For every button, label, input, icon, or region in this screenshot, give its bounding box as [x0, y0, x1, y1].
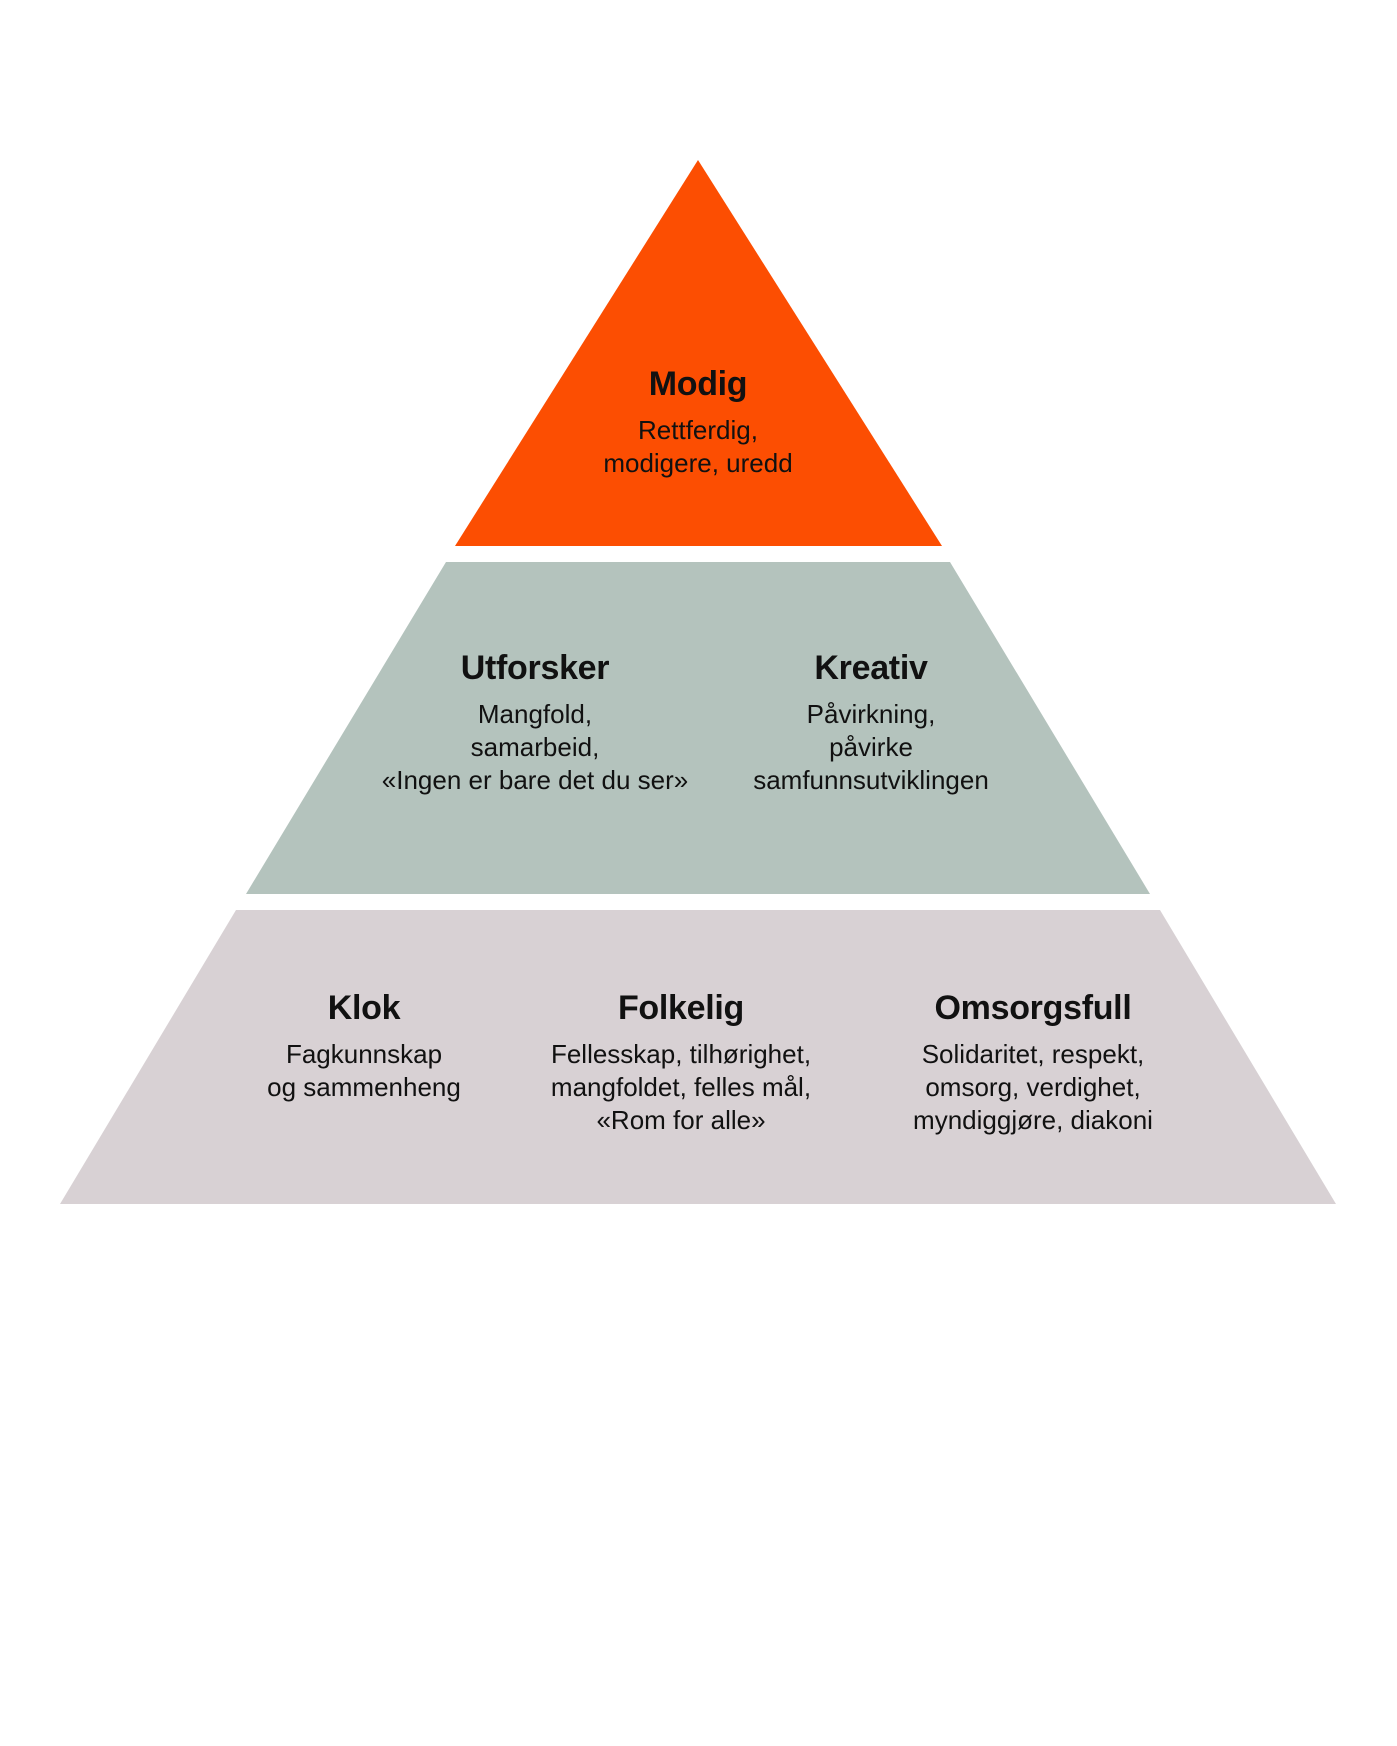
description-line: Fagkunnskap: [285, 1039, 443, 1069]
tier-bottom-item-omsorgsfull: Omsorgsfull Solidaritet, respekt, omsorg…: [913, 988, 1153, 1137]
description-line: og sammenheng: [267, 1072, 461, 1102]
tier-item-description: Fellesskap, tilhørighet, mangfoldet, fel…: [551, 1038, 811, 1137]
tier-item-title: Utforsker: [460, 649, 610, 687]
pyramid-tier-bottom: [60, 910, 1336, 1204]
tier-item-description: Påvirkning, påvirke samfunnsutviklingen: [753, 698, 989, 797]
description-line: «Ingen er bare det du ser»: [381, 765, 689, 795]
tier-middle-item-kreativ: Kreativ Påvirkning, påvirke samfunnsutvi…: [753, 648, 989, 797]
tier-item-title: Kreativ: [814, 649, 928, 687]
tier-item-title: Klok: [327, 989, 401, 1027]
tier-item-description: Rettferdig, modigere, uredd: [603, 414, 792, 480]
description-line: modigere, uredd: [603, 448, 793, 478]
description-line: Fellesskap, tilhørighet,: [550, 1039, 812, 1069]
tier-item-description: Mangfold, samarbeid, «Ingen er bare det …: [382, 698, 688, 797]
tier-item-description: Solidaritet, respekt, omsorg, verdighet,…: [913, 1038, 1153, 1137]
tier-item-title: Folkelig: [617, 989, 745, 1027]
tier-item-title: Omsorgsfull: [934, 989, 1132, 1027]
tier-top-item-modig: Modig Rettferdig, modigere, uredd: [603, 364, 792, 480]
tier-bottom-item-folkelig: Folkelig Fellesskap, tilhørighet, mangfo…: [551, 988, 811, 1137]
description-line: Solidaritet, respekt,: [921, 1039, 1145, 1069]
description-line: «Rom for alle»: [596, 1105, 766, 1135]
description-line: mangfoldet, felles mål,: [550, 1072, 812, 1102]
pyramid-tier-middle: [246, 562, 1150, 894]
pyramid-tier-top: [455, 160, 942, 546]
tier-item-title: Modig: [648, 365, 748, 403]
description-line: samarbeid,: [470, 732, 600, 762]
tier-bottom-item-klok: Klok Fagkunnskap og sammenheng: [267, 988, 461, 1104]
description-line: samfunnsutviklingen: [753, 765, 989, 795]
description-line: omsorg, verdighet,: [925, 1072, 1141, 1102]
description-line: Rettferdig,: [638, 415, 758, 445]
tier-middle-item-utforsker: Utforsker Mangfold, samarbeid, «Ingen er…: [382, 648, 688, 797]
description-line: påvirke: [829, 732, 913, 762]
tier-item-description: Fagkunnskap og sammenheng: [267, 1038, 461, 1104]
description-line: myndiggjøre, diakoni: [913, 1105, 1153, 1135]
description-line: Mangfold,: [477, 699, 593, 729]
description-line: Påvirkning,: [806, 699, 936, 729]
